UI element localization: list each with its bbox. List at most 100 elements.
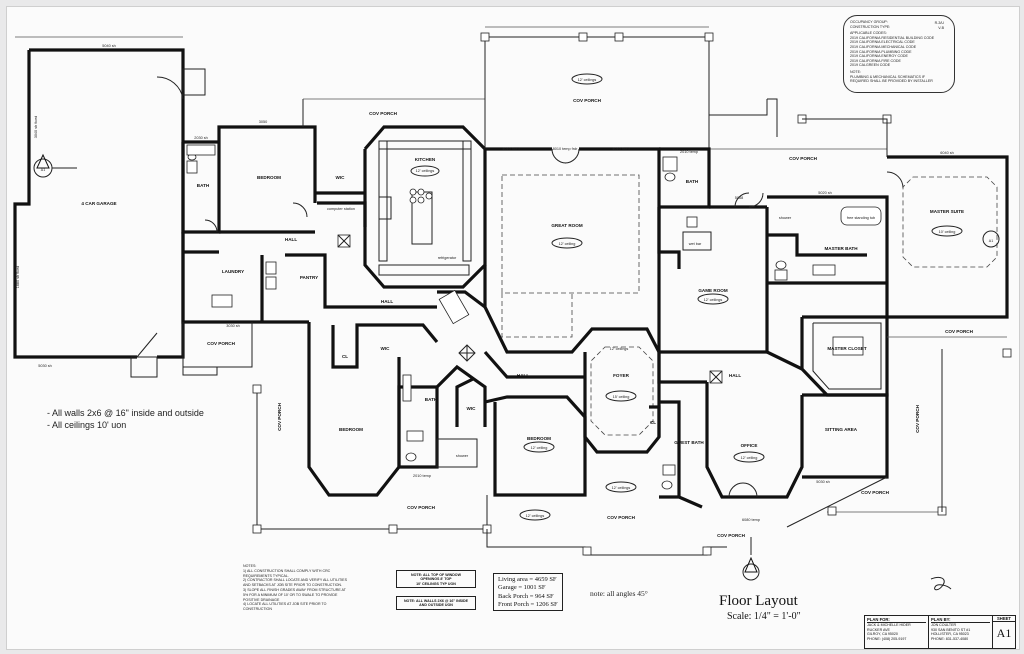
code-line: 2019 CALIFORNIA RESIDENTIAL BUILDING COD… <box>850 35 935 40</box>
room-label-game-room: GAME ROOM <box>698 288 728 293</box>
room-label-cov-porch-far-right: COV PORCH <box>915 404 920 433</box>
construction-note: 4) LOCATE ALL UTILITIES AT JOB SITE PRIO… <box>243 602 327 607</box>
room-label-bath-3: BATH <box>425 397 438 402</box>
plan-by-line-4: PHONE: 831-537-4080 <box>931 636 969 641</box>
note-free-tub: free standing tub <box>847 216 875 220</box>
plan-for-line-4: PHONE: (408) 205-9197 <box>867 636 907 641</box>
garage: 4 CAR GARAGE 5040 sh 3040 sh fixed 1680 … <box>13 36 206 378</box>
room-label-pantry: PANTRY <box>300 275 318 280</box>
sheet-block: SHEET A1 <box>993 616 1015 648</box>
room-label-cov-porch-garage: COV PORCH <box>207 341 236 346</box>
occupancy-value: R-3/U <box>934 21 944 25</box>
room-label-garage: 4 CAR GARAGE <box>81 201 116 206</box>
lower-right-rooms: CL GUEST BATH OFFICE 12' ceiling SITTING… <box>649 382 889 522</box>
construction-note: 1) ALL CONSTRUCTION SHALL COMPLY WITH CR… <box>243 568 331 573</box>
floor-plan-drawing: 4 CAR GARAGE 5040 sh 3040 sh fixed 1680 … <box>13 26 1012 581</box>
dim-great-room-door: 8010 temp frdr <box>553 147 578 151</box>
area-living: Living area = 4659 SF <box>498 576 557 583</box>
room-label-hall-3: HALL <box>517 373 529 378</box>
room-label-wic-1: WIC <box>336 175 346 180</box>
plan-for-line-2: RUCKER AVE <box>867 627 890 632</box>
plan-by-label: PLAN BY: <box>931 617 990 623</box>
plan-by-line-1: JON COULTER <box>931 623 957 627</box>
note-office-ceiling: 12' ceiling <box>741 456 758 460</box>
note-refrigerator: refrigerator <box>438 256 457 260</box>
plan-by-line-2: 930 SAN BENITO ST #1 <box>931 627 971 632</box>
master-closet: MASTER CLOSET COV PORCH <box>800 315 1012 397</box>
code-line: APPLICABLE CODES: <box>850 31 887 36</box>
title-block: PLAN FOR: JACK & MICHELLE HIDER RUCKER A… <box>864 615 1016 649</box>
left-wing: BEDROOM BATH WIC LAUNDRY PANTRY HALL com… <box>181 120 367 328</box>
dim-window-bedroom: 3050 <box>259 120 267 124</box>
room-label-kitchen: KITCHEN <box>415 157 436 162</box>
room-label-bedroom-3: BEDROOM <box>527 436 551 441</box>
upper-porches: COV PORCH COV PORCH 12' ceilings COV POR… <box>302 26 892 161</box>
dim-garage-door: 1680 sh fixed <box>16 266 20 289</box>
dim-great-room-window-1: 4010 fixed <box>502 147 520 151</box>
room-label-cov-porch-left: COV PORCH <box>277 402 282 431</box>
svg-text:A1: A1 <box>989 239 993 243</box>
note-great-room-ceiling: 12' ceiling <box>559 242 576 246</box>
dim-garage-bottom: 5030 sh <box>38 364 52 368</box>
room-label-foyer: FOYER <box>613 373 630 378</box>
note-porch-ceiling-top: 12' ceilings <box>578 78 597 82</box>
room-label-hall-4: HALL <box>729 373 741 378</box>
code-line: 2019 CALIFORNIA ELECTRICAL CODE <box>850 40 915 45</box>
room-label-cov-porch-right: COV PORCH <box>789 156 818 161</box>
construction-value: V-B <box>938 25 944 30</box>
front-porches: COV PORCH COV PORCH COV PORCH 12' ceilin… <box>252 349 947 581</box>
code-lines: OCCUPANCY GROUP:CONSTRUCTION TYPE:APPLIC… <box>850 20 948 84</box>
note-shower-master: shower <box>779 216 792 220</box>
plan-for-label: PLAN FOR: <box>867 617 926 623</box>
dim-great-room-window-2: 4010 fixed <box>612 147 630 151</box>
window-note-1: NOTE: ALL TOP OF WINDOW <box>411 573 461 577</box>
room-label-master-bath: MASTER BATH <box>824 246 858 251</box>
plan-for-line-1: JACK & MICHELLE HIDER <box>867 623 911 627</box>
dim-master-window: 6040 sh <box>940 151 954 155</box>
code-line: CONSTRUCTION TYPE: <box>850 24 891 29</box>
room-label-cov-porch-bottom-left: COV PORCH <box>407 505 436 510</box>
general-notes: - All walls 2x6 @ 16" inside and outside… <box>47 407 204 431</box>
room-label-master-closet: MASTER CLOSET <box>827 346 866 351</box>
construction-note: 5% FOR A MINIMUM OF 10' OR TO SWALE TO P… <box>243 592 338 597</box>
room-label-guest-bath: GUEST BATH <box>674 440 704 445</box>
code-line: 2019 CALIFORNIA ENERGY CODE <box>850 54 908 59</box>
window-note-box: NOTE: ALL TOP OF WINDOW OPENINGS 8' TOP … <box>396 570 476 588</box>
code-line: REQUIRED SHALL BE PROVIDED BY INSTALLER <box>850 79 933 84</box>
construction-notes: NOTES: 1) ALL CONSTRUCTION SHALL COMPLY … <box>243 564 363 612</box>
plan-for-block: PLAN FOR: JACK & MICHELLE HIDER RUCKER A… <box>865 616 929 648</box>
construction-note: AND SETBACKS AT JOB SITE PRIOR TO CONSTR… <box>243 583 342 588</box>
note-computer-station: computer station <box>327 207 355 211</box>
code-line: 2019 CALIFORNIA MECHANICAL CODE <box>850 44 917 49</box>
dim-garage-side: 3040 sh fixed <box>34 116 38 139</box>
construction-notes-list: 1) ALL CONSTRUCTION SHALL COMPLY WITH CR… <box>243 569 363 612</box>
room-label-wic-3: WIC <box>467 406 477 411</box>
room-label-cov-porch-east: COV PORCH <box>945 329 974 334</box>
dim-game-door: 5068 <box>735 196 743 200</box>
plan-for-line-3: GILROY, CA 95020 <box>867 632 898 637</box>
dim-garage-top: 5040 sh <box>102 44 116 48</box>
area-front-porch: Front Porch = 1206 SF <box>498 601 558 609</box>
window-note-3: 10' CEILINGS TYP UON <box>416 581 456 586</box>
dim-sitting-window: 5030 sh <box>816 480 830 484</box>
note-foyer-ceiling: 15' ceiling <box>613 395 630 399</box>
room-label-cov-porch-bottom-right: COV PORCH <box>861 490 890 495</box>
sheet-number: A1 <box>996 626 1012 640</box>
room-label-laundry: LAUNDRY <box>222 269 244 274</box>
note-porch-ceiling-mid: 12' ceilings <box>526 514 545 518</box>
master-suite: MASTER SUITE 10' ceiling MASTER BATH fre… <box>767 151 1009 319</box>
room-label-cov-porch-bottom-mid: COV PORCH <box>607 515 636 520</box>
game-room-area: BATH wet bar GAME ROOM 12' ceilings 2010… <box>657 147 769 354</box>
note-wet-bar: wet bar <box>689 242 702 246</box>
room-label-bedroom-2: BEDROOM <box>339 427 363 432</box>
area-back-porch: Back Porch = 964 SF <box>498 592 554 600</box>
drawing-scale: Scale: 1/4" = 1'-0" <box>727 611 801 622</box>
dim-bath2-window: 2010 temp <box>680 150 698 154</box>
svg-text:A1: A1 <box>41 168 45 172</box>
construction-notes-title: NOTES: <box>243 564 257 568</box>
room-label-cl-2: CL <box>650 420 656 425</box>
great-room: GREAT ROOM 12' ceiling 4010 fixed 8010 t… <box>483 147 661 354</box>
code-line: PLUMBING & MECHANICAL SCHEMATICS IF <box>850 74 926 79</box>
areas-box: Living area = 4659 SF Garage = 1001 SF B… <box>493 573 563 611</box>
room-label-hall-2: HALL <box>381 299 393 304</box>
